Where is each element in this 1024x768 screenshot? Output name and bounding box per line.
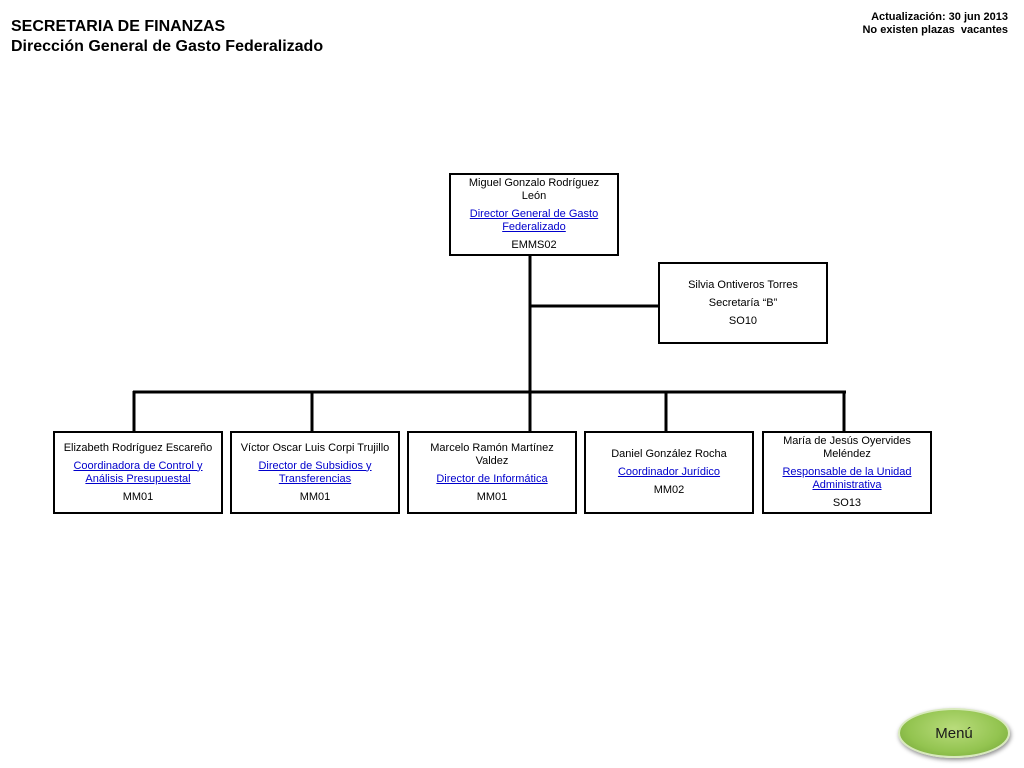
secretary-code: SO10 [728,314,758,327]
vacancies-note: No existen plazas vacantes [862,24,1008,36]
unit-code: MM01 [299,490,331,503]
unit-code: MM01 [122,490,154,503]
unit-role-link[interactable]: Coordinador Jurídico [617,466,721,478]
director-role-link[interactable]: Director General de Gasto Federalizado [469,208,599,233]
page-title: SECRETARIA DE FINANZAS [11,18,226,35]
secretary-box: Silvia Ontiveros Torres Secretaría “B” S… [658,262,828,344]
director-box: Miguel Gonzalo Rodríguez León Director G… [449,173,619,256]
unit-role-link[interactable]: Director de Subsidios y Transferencias [258,459,372,485]
director-name: Miguel Gonzalo Rodríguez León [468,177,600,202]
unit-name: María de Jesús Oyervides Meléndez [783,435,911,460]
header: SECRETARIA DE FINANZAS Dirección General… [11,17,323,57]
unit-box-administrativa: María de Jesús Oyervides Meléndez Respon… [762,431,932,514]
unit-name: Víctor Oscar Luis Corpi Trujillo [240,441,390,454]
unit-code: SO13 [832,497,862,509]
unit-box-control-presupuestal: Elizabeth Rodríguez Escareño Coordinador… [53,431,223,514]
update-date: Actualización: 30 jun 2013 [871,11,1008,23]
unit-name: Marcelo Ramón Martínez Valdez [430,441,554,467]
director-code: EMMS02 [511,239,557,251]
unit-code: MM01 [476,490,508,503]
unit-box-juridico: Daniel González Rocha Coordinador Jurídi… [584,431,754,514]
unit-box-subsidios: Víctor Oscar Luis Corpi Trujillo Directo… [230,431,400,514]
menu-button-label: Menú [935,724,973,742]
page-subtitle: Dirección General de Gasto Federalizado [11,38,324,55]
update-info: Actualización: 30 jun 2013 No existen pl… [862,11,1008,37]
unit-name: Elizabeth Rodríguez Escareño [63,441,213,454]
unit-code: MM02 [653,484,685,496]
unit-box-informatica: Marcelo Ramón Martínez Valdez Director d… [407,431,577,514]
unit-name: Daniel González Rocha [611,448,727,460]
unit-role-link[interactable]: Director de Informática [436,472,548,485]
unit-role-link[interactable]: Responsable de la Unidad Administrativa [782,466,912,491]
unit-role-link[interactable]: Coordinadora de Control y Análisis Presu… [73,459,203,485]
secretary-name: Silvia Ontiveros Torres [688,278,798,291]
menu-button[interactable]: Menú [898,708,1010,758]
secretary-role: Secretaría “B” [708,296,778,309]
